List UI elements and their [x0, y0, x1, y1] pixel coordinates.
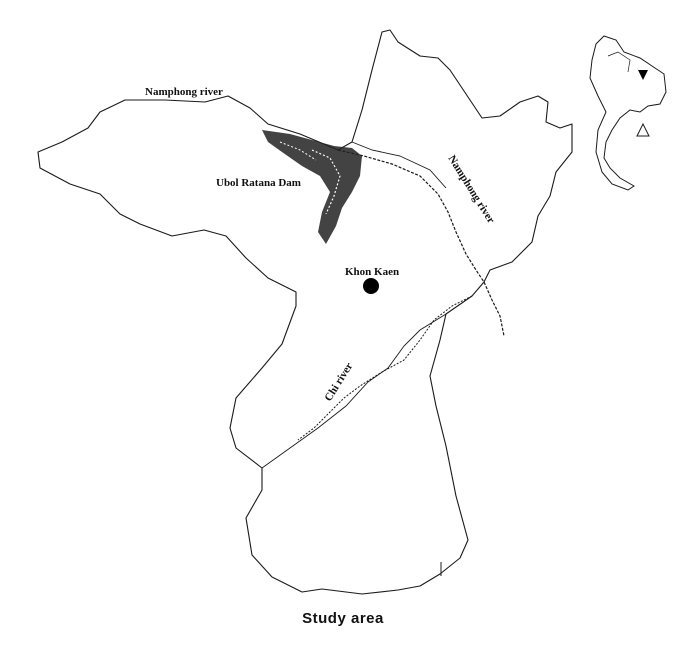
district-boundary-north [351, 141, 447, 189]
label-chi-river: Chi river [322, 361, 355, 404]
khon-kaen-marker-icon [363, 278, 379, 294]
province-boundary [37, 29, 573, 595]
label-namphong-river-north: Namphong river [145, 86, 223, 98]
thailand-inset-map [589, 35, 667, 191]
map-caption: Study area [302, 610, 384, 627]
namphong-river-east [337, 149, 505, 337]
inset-location-icon [638, 70, 648, 80]
chi-river [297, 295, 473, 441]
label-namphong-river-east: Namphong river [445, 153, 497, 226]
ubol-ratana-reservoir [262, 130, 362, 244]
label-khon-kaen: Khon Kaen [345, 266, 399, 278]
label-ubol-ratana-dam: Ubol Ratana Dam [216, 177, 301, 189]
district-boundary-south [261, 313, 447, 469]
inset-triangle-icon [636, 122, 650, 137]
